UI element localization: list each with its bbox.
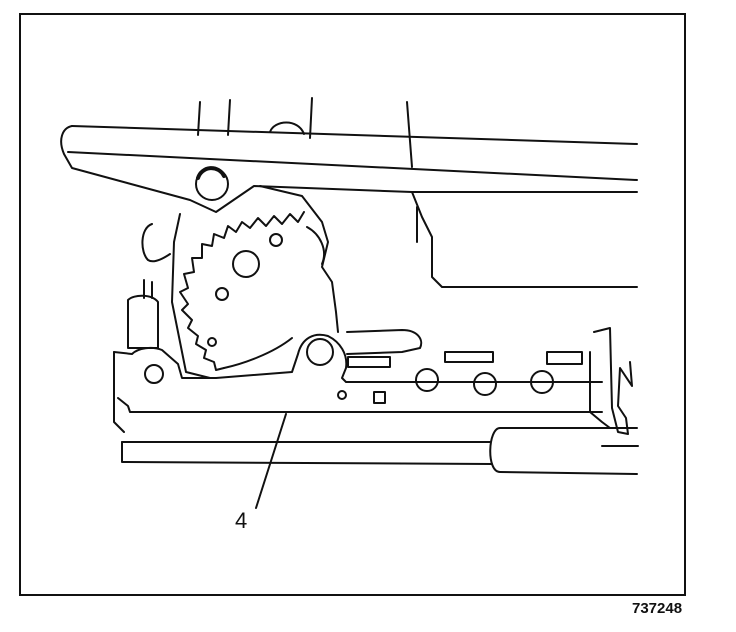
callout-leader-line <box>255 413 287 509</box>
lower-track-plate <box>113 329 603 465</box>
track-end-bracket <box>589 327 633 435</box>
seat-adjuster-illustration <box>60 97 639 509</box>
figure-number: 737248 <box>632 600 683 617</box>
callout-label-4: 4 <box>235 508 248 533</box>
gear-sector <box>179 211 305 371</box>
gear-housing <box>141 185 339 379</box>
upper-seat-arm <box>60 125 638 213</box>
spring-post <box>127 279 159 349</box>
lower-rail-tube <box>489 427 639 475</box>
figure-frame <box>19 13 686 596</box>
background-mechanism <box>197 97 638 288</box>
